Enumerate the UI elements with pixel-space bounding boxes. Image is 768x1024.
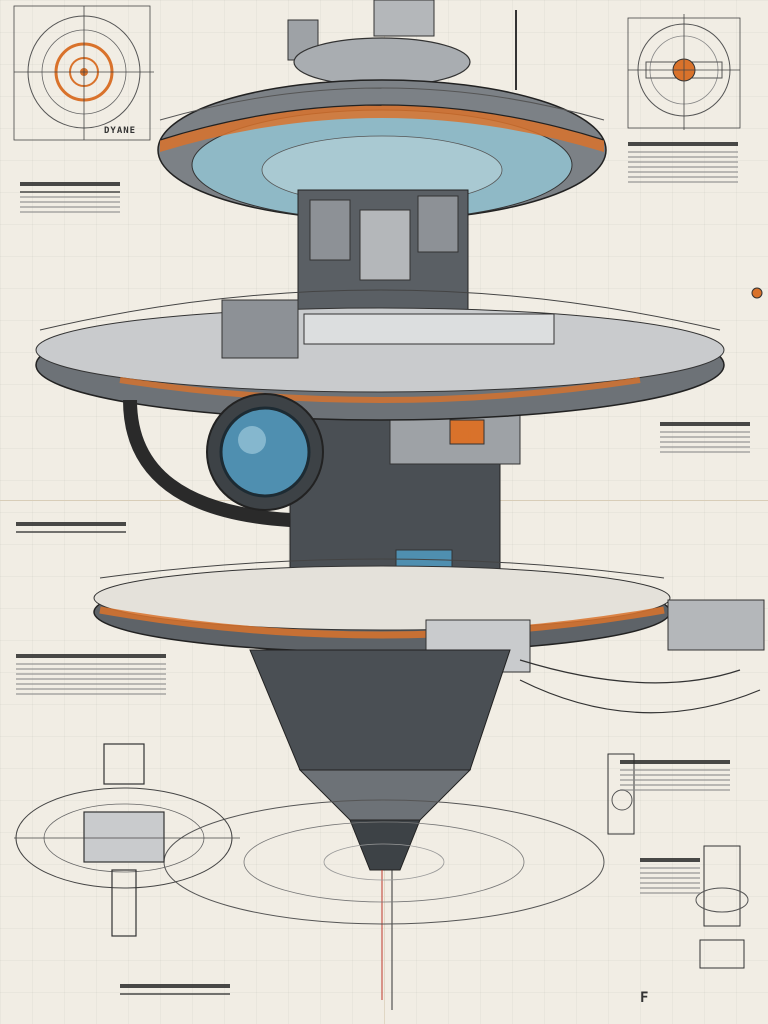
annotation-block-lower-left	[16, 652, 166, 698]
schematic-label: DYANE	[104, 126, 137, 136]
crosshair-target-icon	[627, 14, 741, 130]
annotation-block-mid-right	[660, 420, 750, 456]
station-spire	[287, 0, 517, 90]
middle-ring-deck	[35, 289, 725, 421]
annotation-block-top-left	[20, 180, 120, 216]
accent-marker	[751, 287, 763, 299]
module-detail-icon	[607, 753, 749, 969]
lower-hull-and-cables	[249, 649, 761, 1010]
upper-saucer-deck	[157, 79, 607, 221]
corner-mark: F	[640, 990, 650, 1006]
observation-porthole	[123, 393, 324, 527]
annotation-block-bottom-right	[640, 856, 700, 897]
core-panel-number: 2|	[456, 428, 475, 444]
top-left-circular-schematic	[13, 5, 154, 141]
annotation-block-top-right	[628, 140, 738, 186]
station-elevation-icon	[14, 743, 240, 937]
annotation-block-bottom	[120, 982, 230, 998]
annotation-block-lower-right	[620, 758, 730, 794]
annotation-block-mid-left	[16, 520, 126, 536]
lower-platform-deck	[93, 558, 765, 673]
